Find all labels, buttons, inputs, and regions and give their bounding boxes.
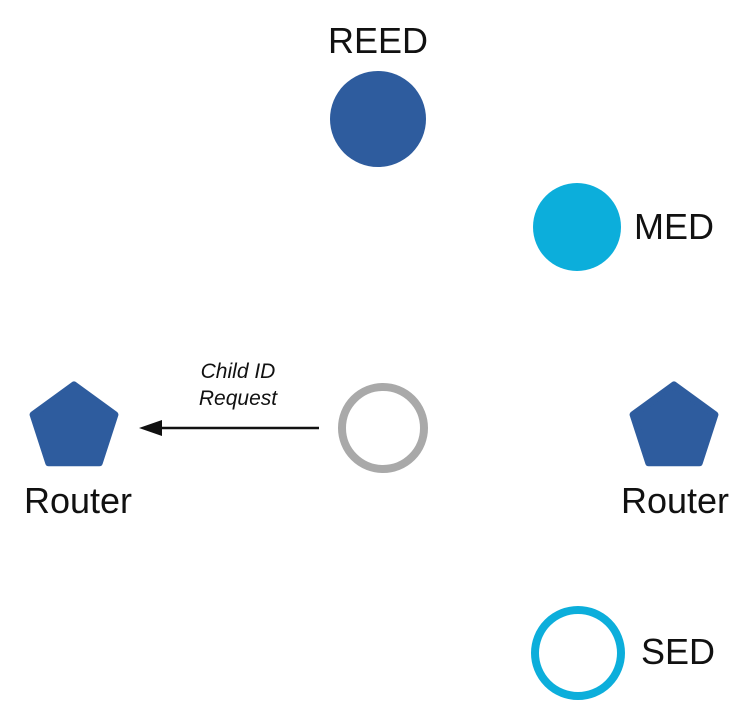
router-left-node-pentagon bbox=[29, 381, 119, 467]
sed-node-circle bbox=[531, 606, 625, 700]
reed-node-circle bbox=[330, 71, 426, 167]
arrow-head bbox=[139, 420, 162, 436]
med-label: MED bbox=[634, 206, 714, 247]
child-id-request-label: Child ID Request bbox=[158, 358, 318, 412]
router-right-node-pentagon bbox=[629, 381, 719, 467]
med-node-circle bbox=[533, 183, 621, 271]
router-left-label: Router bbox=[23, 480, 133, 521]
joiner-node-circle bbox=[338, 383, 428, 473]
reed-label: REED bbox=[327, 20, 429, 61]
pentagon-shape bbox=[629, 381, 719, 467]
pentagon-shape bbox=[29, 381, 119, 467]
router-right-label: Router bbox=[620, 480, 730, 521]
child-id-request-label-line1: Child ID bbox=[200, 360, 276, 383]
child-id-request-label-line2: Request bbox=[198, 387, 278, 410]
child-id-request-arrow bbox=[139, 420, 319, 436]
sed-label: SED bbox=[641, 631, 716, 672]
